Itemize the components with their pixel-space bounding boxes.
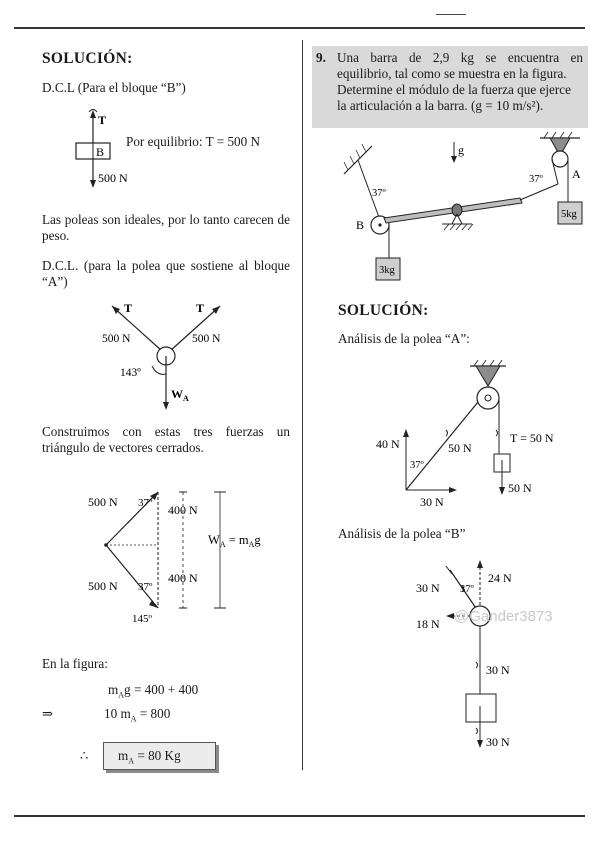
fig2-f1: 500 N bbox=[102, 333, 131, 345]
right-solution-heading: SOLUCIÓN: bbox=[338, 302, 429, 319]
fig3-angle-top: 37º bbox=[138, 497, 153, 509]
dcl-block-b-label: D.C.L (Para el bloque “B”) bbox=[42, 80, 186, 95]
fig2-t1: T bbox=[124, 301, 132, 315]
problem-9-box bbox=[312, 46, 588, 128]
svg-text:WA: WA bbox=[171, 387, 189, 403]
fig3-400n-top: 400 N bbox=[168, 503, 198, 517]
fig5-angle: 37º bbox=[410, 460, 425, 471]
analisis-polea-a: Análisis de la polea “A”: bbox=[338, 331, 470, 346]
fig4-angle-left: 37º bbox=[372, 188, 387, 199]
fig2-w: W bbox=[171, 387, 183, 401]
problem-number: 9. bbox=[316, 50, 326, 65]
fig1-t-label: T bbox=[98, 113, 106, 127]
equilibrium-text: Por equilibrio: T = 500 N bbox=[126, 134, 261, 149]
fig3-wa-sub: A bbox=[220, 540, 226, 549]
equation-2: 10 mA = 800 bbox=[104, 706, 171, 724]
fig4-label-b: B bbox=[356, 218, 364, 232]
fig2-w-sub: A bbox=[183, 394, 189, 403]
result-box: mA = 80 Kg bbox=[103, 742, 216, 770]
fig2-f2: 500 N bbox=[192, 333, 221, 345]
fig3-500n-bottom: 500 N bbox=[88, 579, 118, 593]
fig3-ma-g: g bbox=[254, 533, 261, 547]
problem-text-line-4: la articulación a la barra. (g = 10 m/s²… bbox=[337, 98, 544, 113]
svg-text:WA = mAg: WA = mAg bbox=[208, 533, 261, 549]
fig5-40n: 40 N bbox=[376, 437, 400, 451]
problem-text-line-2: equilibrio, tal como se muestra en la fi… bbox=[337, 66, 567, 81]
fig5-50n-weight: 50 N bbox=[508, 481, 532, 495]
fig3-wa: W bbox=[208, 533, 220, 547]
fbd-pulley-a-figure: T T 500 N 500 N 143º WA bbox=[102, 301, 221, 410]
pulley-b-analysis-figure: 30 N 37º 24 N 18 N 30 N 30 N bbox=[416, 560, 512, 749]
fig5-tension: T = 50 N bbox=[510, 431, 554, 445]
fig3-angle-bottom: 37º bbox=[138, 581, 153, 593]
fig1-b-label: B bbox=[96, 145, 104, 159]
bar-system-figure: g 37º 37º A B 5kg 3kg bbox=[343, 131, 583, 281]
fig6-18n: 18 N bbox=[416, 617, 440, 631]
fig3-angle-145: 145º bbox=[132, 613, 153, 625]
ideal-pulleys-text: Las poleas son ideales, por lo tanto car… bbox=[42, 212, 290, 243]
vector-triangle-figure: 500 N 37º 400 N 500 N 37º 400 N 145º WA … bbox=[88, 491, 261, 625]
fig6-30n-weight: 30 N bbox=[486, 735, 510, 749]
fig6-24n: 24 N bbox=[488, 571, 512, 585]
fig1-weight-label: 500 N bbox=[98, 171, 128, 185]
problem-text-line-3: Determine el módulo de la fuerza que eje… bbox=[337, 82, 571, 97]
en-la-figura-text: En la figura: bbox=[42, 656, 108, 671]
fig2-t2: T bbox=[196, 301, 204, 315]
fig4-angle-right: 37º bbox=[529, 174, 544, 185]
construimos-text: Construimos con estas tres fuerzas un tr… bbox=[42, 424, 290, 455]
dcl-pulley-a-label: D.C.L. (para la polea que sostiene al bl… bbox=[42, 258, 290, 289]
fig3-wa-eq: = m bbox=[226, 533, 249, 547]
fig3-500n-top: 500 N bbox=[88, 495, 118, 509]
top-rule bbox=[14, 27, 585, 29]
fig4-mass-3kg: 3kg bbox=[379, 265, 396, 276]
fbd-block-b-figure: T B 500 N bbox=[75, 109, 128, 188]
equation-1: mAg = 400 + 400 bbox=[108, 682, 199, 700]
analisis-polea-b: Análisis de la polea “B” bbox=[338, 526, 466, 541]
fig4-g: g bbox=[458, 143, 464, 157]
fig5-30n: 30 N bbox=[420, 495, 444, 506]
fig5-50n-diag: 50 N bbox=[448, 441, 472, 455]
result-m: m bbox=[118, 748, 129, 763]
implies-arrow: ⇒ bbox=[42, 706, 54, 721]
fig6-30n-diag: 30 N bbox=[416, 581, 440, 595]
problem-text-line-1: Una barra de 2,9 kg se encuentra en bbox=[337, 50, 583, 65]
result-sub: A bbox=[128, 756, 135, 766]
fig4-mass-5kg: 5kg bbox=[561, 209, 578, 220]
watermark: @Gander3873 bbox=[454, 608, 553, 625]
left-solution-heading: SOLUCIÓN: bbox=[42, 50, 133, 67]
fig3-400n-bottom: 400 N bbox=[168, 571, 198, 585]
fig6-angle: 37º bbox=[460, 584, 475, 595]
pulley-a-analysis-figure: 40 N 50 N 37º 30 N T = 50 N 50 N bbox=[376, 359, 554, 506]
therefore-symbol: ∴ bbox=[80, 748, 89, 763]
fig3-ma-sub: A bbox=[249, 540, 255, 549]
header-dash bbox=[436, 14, 466, 15]
fig4-label-a: A bbox=[572, 167, 581, 181]
result-value: = 80 Kg bbox=[134, 748, 181, 763]
fig6-30n-rope: 30 N bbox=[486, 663, 510, 677]
bottom-rule bbox=[14, 815, 585, 817]
column-divider bbox=[302, 40, 303, 770]
fig2-angle: 143º bbox=[120, 367, 141, 379]
